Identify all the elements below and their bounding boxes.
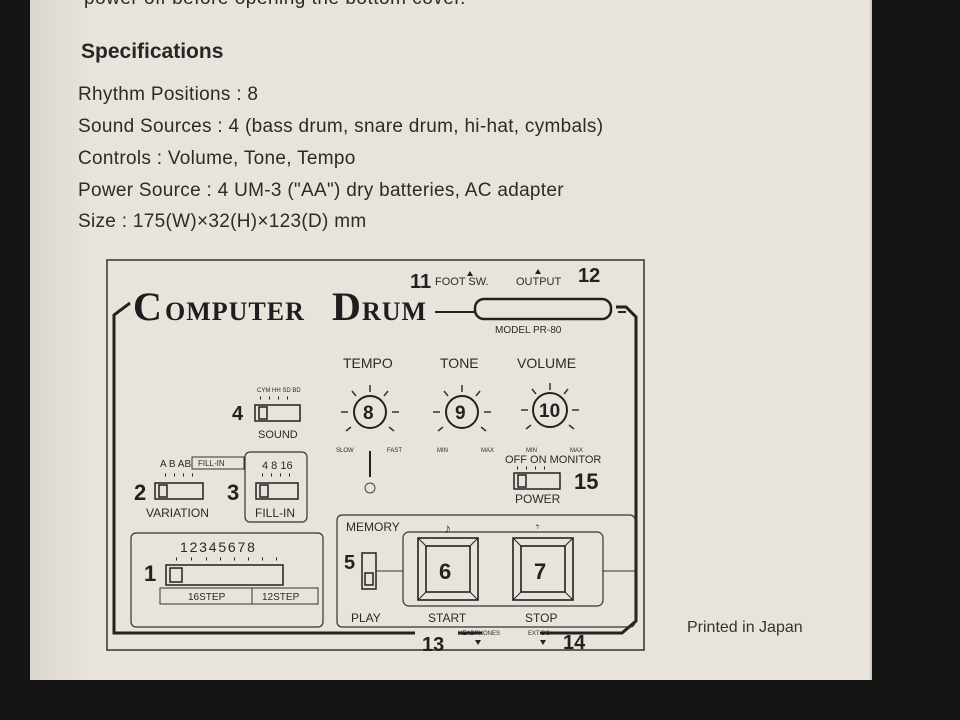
variation-label: VARIATION (146, 506, 209, 520)
jack-arrows (467, 269, 541, 276)
play-label: PLAY (351, 611, 381, 625)
tone-max-label: MAX (481, 448, 494, 454)
tempo-led (364, 482, 376, 494)
label-3: 3 (227, 480, 239, 505)
fill-in-switch-knob (259, 484, 269, 498)
fill-in-tab-box (191, 456, 245, 470)
sound-letters: CYM HH SD BD (257, 388, 301, 394)
brand-name: OMPUTER (165, 297, 305, 326)
volume-min-label: MIN (526, 448, 537, 454)
mode-switch (361, 552, 377, 590)
fill-in-group-box (244, 451, 308, 523)
label-10: 10 (539, 401, 560, 422)
tone-min-label: MIN (437, 448, 448, 454)
tone-knob (433, 385, 491, 432)
mode-switch-knob (364, 572, 374, 586)
variation-letters: A B AB (160, 459, 191, 470)
specifications-heading: Specifications (81, 40, 224, 63)
step-bracket (159, 587, 319, 605)
power-positions: OFF ON MONITOR (505, 454, 601, 466)
label-1: 1 (144, 561, 156, 586)
tone-label: TONE (440, 355, 479, 371)
slow-label: SLOW (336, 448, 354, 454)
volume-knob (521, 383, 579, 430)
label-7: 7 (534, 559, 546, 584)
step16-label: 16STEP (188, 592, 226, 603)
brand-letter-c: C (133, 284, 162, 329)
rhythm-slider (165, 564, 284, 586)
volume-max-label: MAX (570, 448, 583, 454)
headphones-label: HEADPHONES (458, 631, 500, 637)
case-outline-right (458, 305, 638, 635)
brand-letter-d: D (332, 284, 361, 329)
fill-in-switch (255, 482, 299, 500)
fast-label: FAST (387, 448, 402, 454)
note-symbol-icon: ♪ (444, 520, 451, 536)
memory-label: MEMORY (346, 520, 400, 534)
output-jack-shape (473, 297, 613, 321)
case-outline-left (112, 301, 415, 635)
diagram-frame (106, 259, 645, 651)
brand-name-2: RUM (362, 297, 427, 326)
label-11: 11 (410, 271, 431, 293)
volume-label: VOLUME (517, 355, 576, 371)
label-12: 12 (578, 265, 600, 287)
manual-page: power off before opening the bottom cove… (30, 0, 872, 680)
power-label: POWER (515, 492, 561, 506)
start-label: START (428, 611, 467, 625)
label-9: 9 (455, 403, 466, 424)
spec-rhythm-positions: Rhythm Positions : 8 (78, 84, 259, 105)
sound-switch-knob (258, 406, 268, 420)
bottom-jack-arrows (475, 640, 546, 645)
stop-label: STOP (525, 611, 557, 625)
fill-in-tab: FILL-IN (198, 459, 225, 468)
label-6: 6 (439, 559, 451, 584)
button-panel (402, 531, 604, 607)
label-2: 2 (134, 480, 146, 505)
output-label: OUTPUT (516, 276, 562, 288)
fill-numbers: 4 8 16 (262, 460, 293, 472)
rest-symbol-icon: 𝄾 (536, 520, 539, 534)
ext-dc-label: EXT DC (528, 631, 551, 637)
model-label: MODEL PR-80 (495, 325, 562, 336)
spec-power-source: Power Source : 4 UM-3 ("AA") dry batteri… (78, 180, 564, 201)
tempo-knob (341, 385, 399, 432)
rhythm-group-box (130, 532, 324, 628)
position-numbers: 12345678 (180, 539, 257, 555)
label-13: 13 (422, 634, 444, 655)
panel-diagram: C OMPUTER D RUM MODEL PR-80 11 FOOT SW. … (106, 259, 645, 655)
sound-label: SOUND (258, 429, 298, 441)
stop-button (512, 537, 574, 601)
spec-sound-sources: Sound Sources : 4 (bass drum, snare drum… (78, 116, 604, 137)
spec-size: Size : 175(W)×32(H)×123(D) mm (78, 211, 367, 232)
foot-sw-label: FOOT SW. (435, 276, 489, 288)
label-5: 5 (344, 552, 355, 574)
start-button (417, 537, 479, 601)
page-shadow (30, 0, 90, 680)
printed-in-japan: Printed in Japan (687, 619, 803, 636)
sound-switch (254, 404, 301, 422)
rhythm-slider-knob (169, 567, 183, 583)
fill-in-label: FILL-IN (255, 506, 295, 520)
power-switch (513, 472, 561, 490)
tempo-label: TEMPO (343, 355, 393, 371)
label-8: 8 (363, 403, 374, 424)
power-switch-knob (517, 474, 527, 488)
variation-switch (154, 482, 204, 500)
variation-switch-knob (158, 484, 168, 498)
label-15: 15 (574, 469, 598, 494)
label-14: 14 (563, 632, 586, 654)
label-4: 4 (232, 403, 244, 425)
step12-label: 12STEP (262, 592, 300, 603)
cut-off-instruction: power off before opening the bottom cove… (84, 0, 466, 10)
spec-controls: Controls : Volume, Tone, Tempo (78, 148, 356, 169)
